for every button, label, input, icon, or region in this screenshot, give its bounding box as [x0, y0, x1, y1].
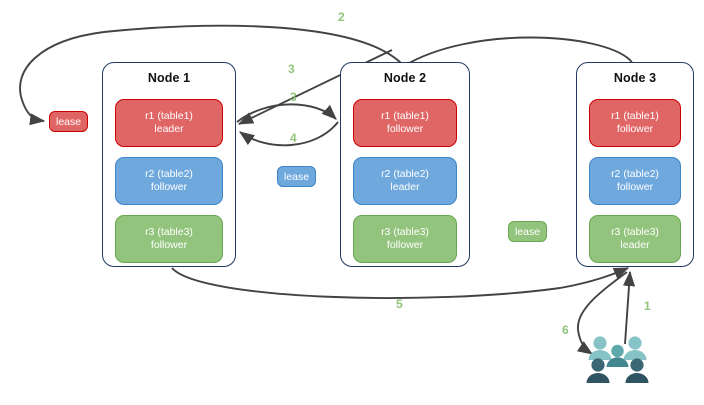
edge-6-node3-to-client [576, 271, 628, 355]
edge-label-4: 4 [290, 131, 297, 145]
edge-5-node1-to-node3 [171, 267, 630, 299]
node-card-node-2[interactable]: Node 2 r1 (table1) follower r2 (table2) … [340, 62, 470, 267]
replica-line2: follower [386, 123, 424, 135]
replica-line2: follower [616, 123, 654, 135]
lease-badge-table1[interactable]: lease [49, 111, 89, 132]
edge-label-3a: 3 [288, 62, 295, 76]
edge-4-node2-to-node1 [239, 121, 339, 147]
replica-node1-r1[interactable]: r1 (table1) leader [115, 99, 223, 147]
replica-line2: follower [150, 239, 188, 251]
replica-line1: r3 (table3) [145, 226, 193, 238]
replica-node2-r2[interactable]: r2 (table2) leader [353, 157, 457, 205]
node-card-node-3[interactable]: Node 3 r1 (table1) follower r2 (table2) … [576, 62, 694, 267]
replica-line1: r2 (table2) [611, 168, 659, 180]
node-title: Node 1 [147, 71, 191, 85]
replica-line1: r2 (table2) [381, 168, 429, 180]
replica-line2: leader [390, 181, 420, 193]
replica-line1: r1 (table1) [381, 110, 429, 122]
people-icon [586, 336, 649, 383]
replica-node3-r3[interactable]: r3 (table3) leader [589, 215, 681, 263]
replica-line2: follower [386, 239, 424, 251]
replica-line2: leader [154, 123, 184, 135]
node-title: Node 2 [383, 71, 427, 85]
replica-node3-r1[interactable]: r1 (table1) follower [589, 99, 681, 147]
replica-line1: r3 (table3) [611, 226, 659, 238]
lease-badge-table3[interactable]: lease [508, 221, 548, 242]
node-card-node-1[interactable]: Node 1 r1 (table1) leader r2 (table2) fo… [102, 62, 236, 267]
edge-label-6: 6 [562, 323, 569, 337]
replica-line1: r2 (table2) [145, 168, 193, 180]
replica-line2: leader [620, 239, 650, 251]
edge-label-5: 5 [396, 297, 403, 311]
replica-node1-r3[interactable]: r3 (table3) follower [115, 215, 223, 263]
replica-line2: follower [616, 181, 654, 193]
edge-1-client-to-node3 [622, 270, 636, 345]
edge-3-node1-to-node2 [236, 103, 337, 123]
replica-line1: r3 (table3) [381, 226, 429, 238]
replica-line1: r1 (table1) [611, 110, 659, 122]
node-title: Node 3 [613, 71, 657, 85]
edge-label-2: 2 [338, 10, 345, 24]
edge-label-3b: 3 [290, 90, 297, 104]
replica-node2-r3[interactable]: r3 (table3) follower [353, 215, 457, 263]
replica-node3-r2[interactable]: r2 (table2) follower [589, 157, 681, 205]
replica-line1: r1 (table1) [145, 110, 193, 122]
replica-line2: follower [150, 181, 188, 193]
replica-node2-r1[interactable]: r1 (table1) follower [353, 99, 457, 147]
edge-2-to-lease-table1 [19, 24, 405, 126]
edge-label-1: 1 [644, 299, 651, 313]
lease-badge-table2[interactable]: lease [277, 166, 317, 187]
replica-node1-r2[interactable]: r2 (table2) follower [115, 157, 223, 205]
